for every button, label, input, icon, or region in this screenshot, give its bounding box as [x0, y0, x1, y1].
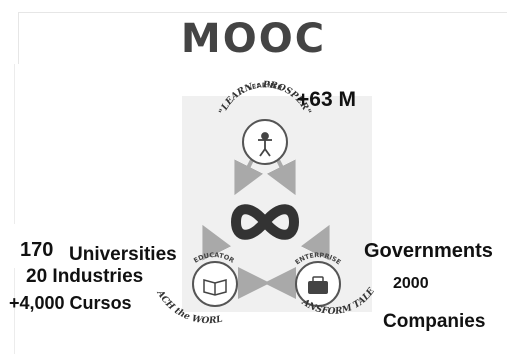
companies-label: Companies: [383, 311, 486, 332]
book-icon: [203, 279, 227, 296]
briefcase-icon: [308, 276, 328, 294]
courses-stat: +4,000 Cursos: [9, 293, 132, 313]
learners-count: +63 M: [297, 88, 356, 111]
frame-left-edge-low: [14, 268, 15, 354]
arrow-enterprise-up: [300, 224, 330, 261]
arrow-learner-to-educator: [234, 159, 264, 196]
arrow-educator-up: [202, 224, 232, 261]
arrow-learner-to-enterprise: [266, 159, 296, 196]
learner-role-label: LEARNER: [247, 81, 284, 92]
person-icon: [258, 132, 272, 157]
frame-top-edge: [18, 12, 507, 13]
universities-label: Universities: [69, 244, 177, 265]
page-title: MOOC: [180, 16, 327, 62]
frame-left-edge: [18, 12, 19, 64]
governments-label: Governments: [364, 240, 493, 262]
enterprise-node: ENTERPRISE: [294, 251, 342, 307]
industries-stat: 20 Industries: [26, 266, 144, 287]
universities-count: 170: [20, 239, 54, 261]
educator-node: EDUCATOR: [192, 251, 238, 307]
frame-left-edge-mid: [14, 64, 15, 224]
svg-text:LEARNER: LEARNER: [247, 81, 284, 92]
learner-node: LEARNER: [242, 81, 288, 165]
partners-count: 2000: [393, 275, 429, 292]
infinity-icon: [230, 204, 300, 240]
